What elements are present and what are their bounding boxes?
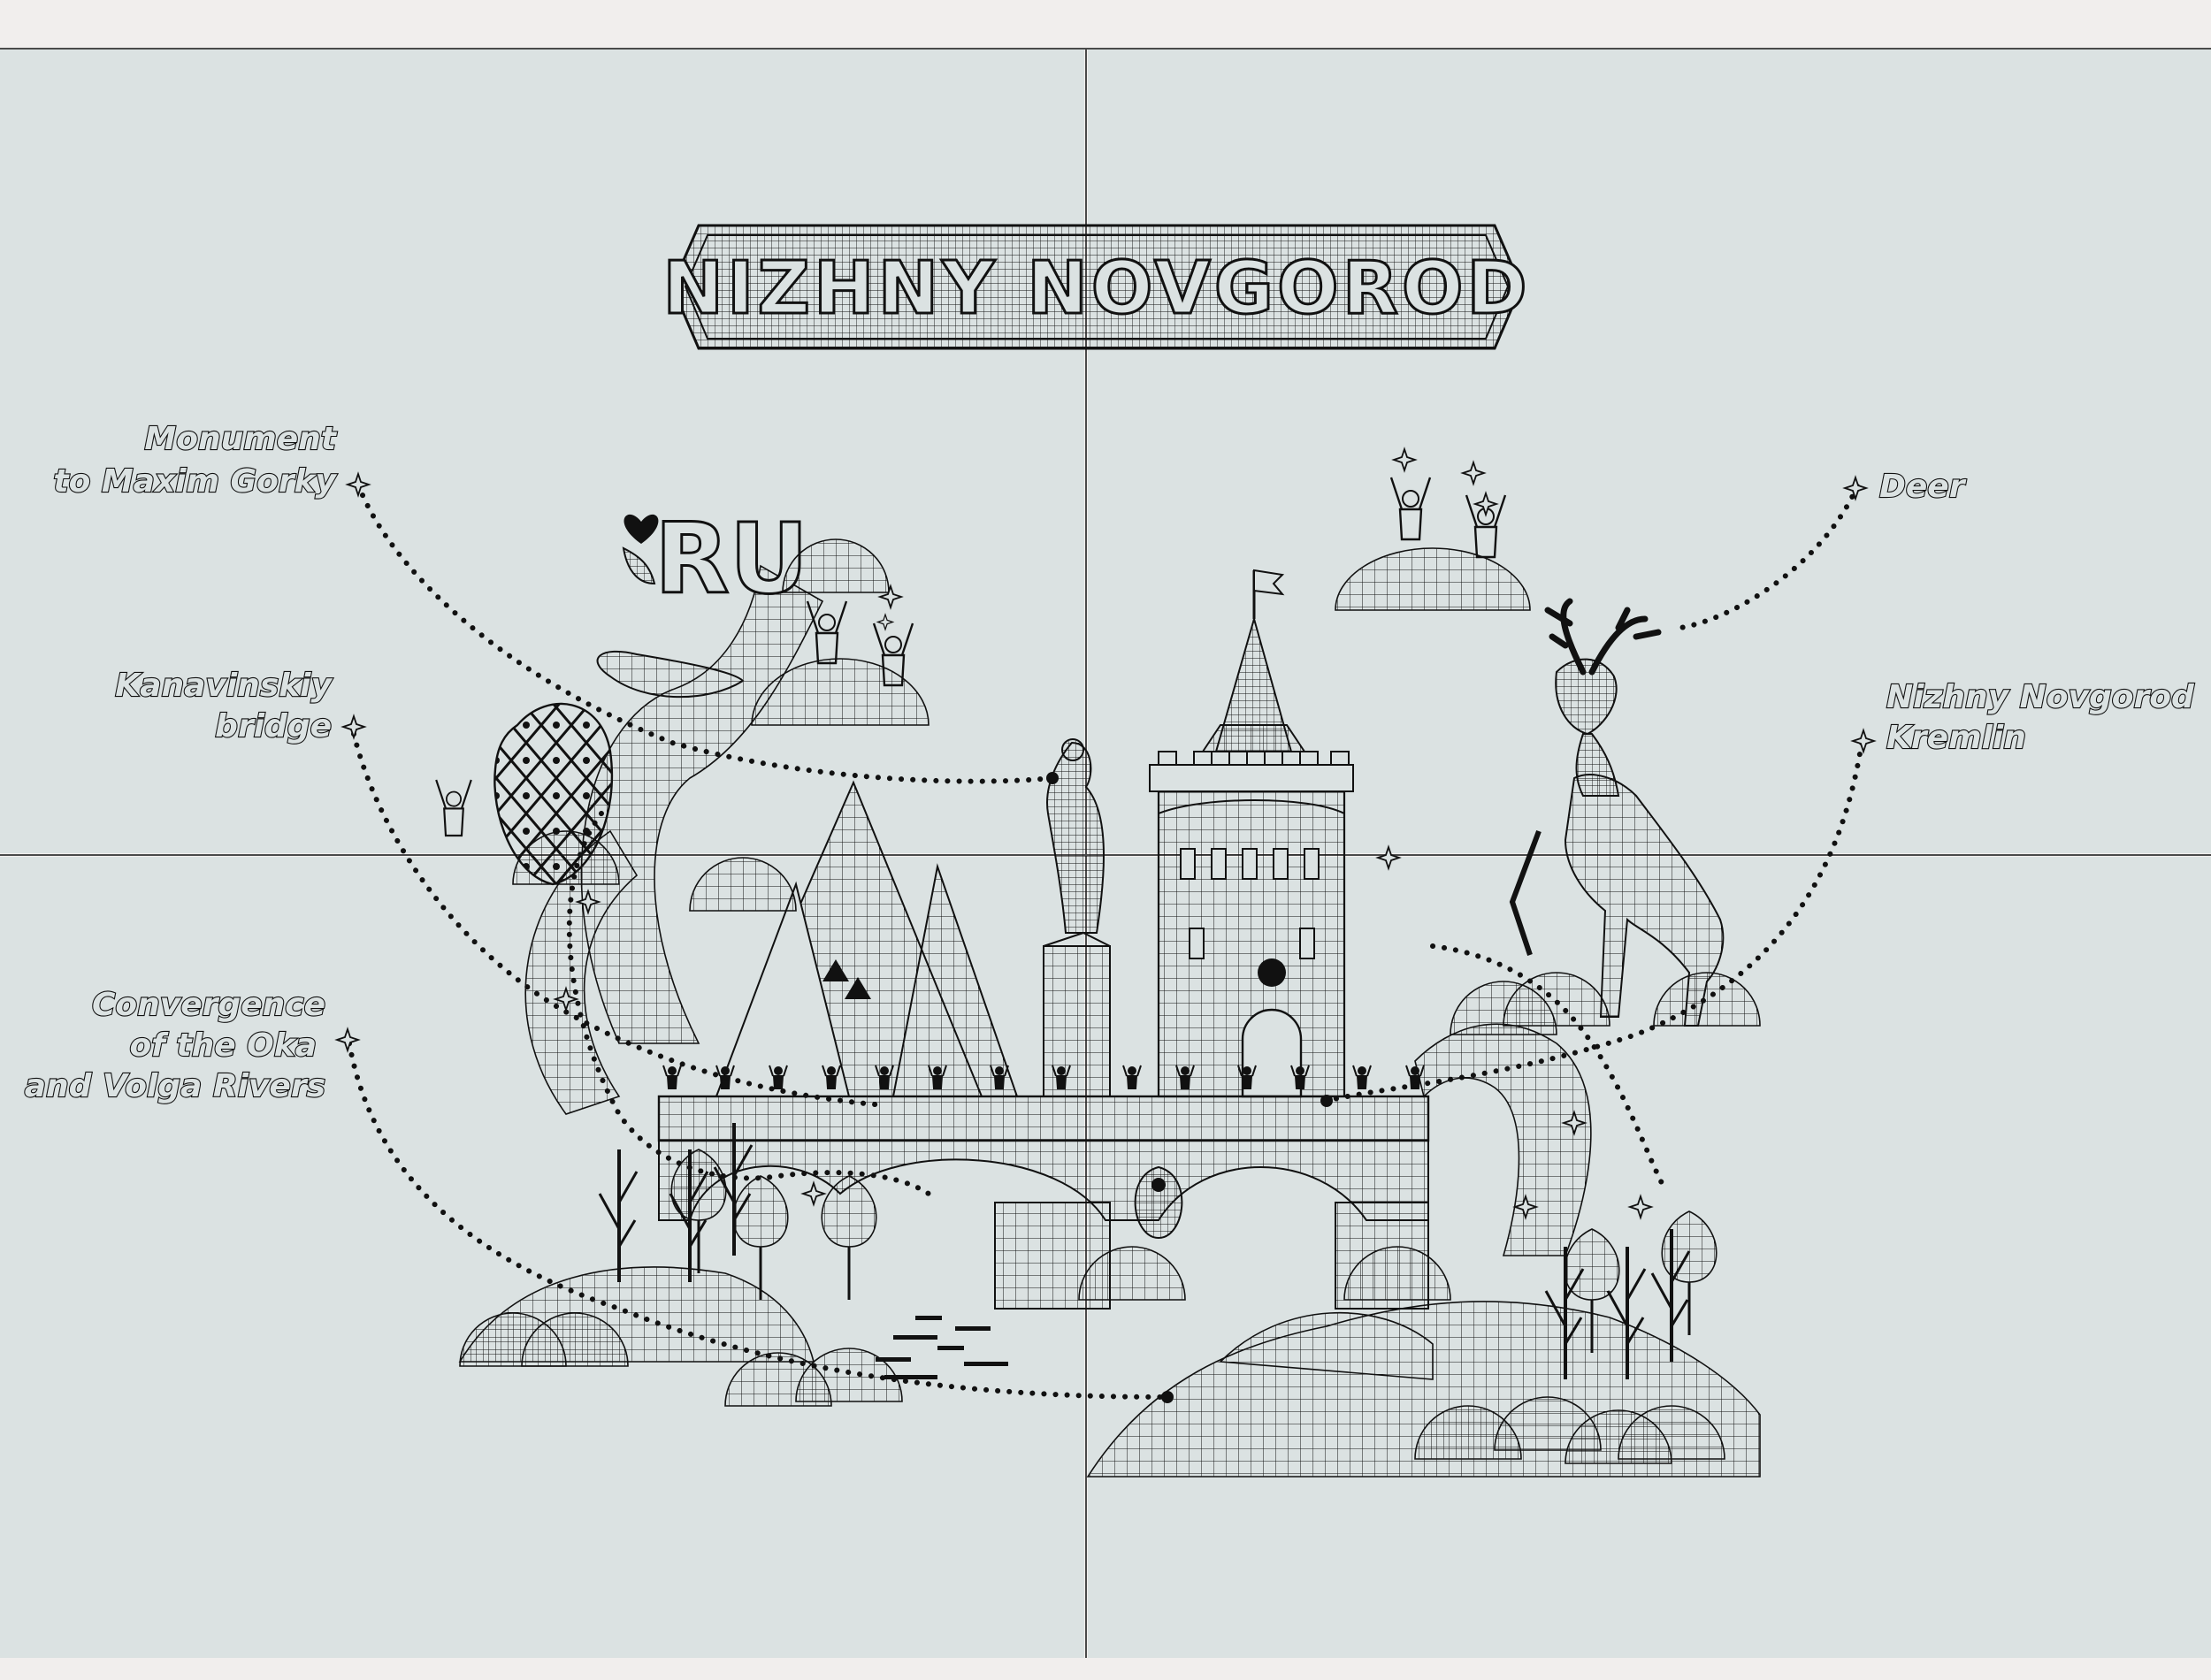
label-deer: Deer <box>1878 468 1968 506</box>
statue-icon <box>1043 738 1111 1097</box>
river-band <box>524 564 1592 1256</box>
leader-kremlin <box>1324 740 1864 1103</box>
deer-icon <box>1509 598 1725 1027</box>
label-gorky-line1: Monument <box>144 421 337 457</box>
label-gorky: Monument to Maxim Gorky <box>52 420 339 500</box>
label-deer-line1: Deer <box>1879 469 1967 505</box>
leader-kanavinskiy <box>351 731 887 1108</box>
label-convergence-line2: of the Oka <box>129 1027 317 1064</box>
heart-icon <box>624 514 659 544</box>
ru-logo: RU <box>622 501 810 617</box>
page-title: NIZHNY NOVGOROD <box>662 247 1530 331</box>
target-dot-convergence <box>1161 1391 1174 1403</box>
label-kremlin-line2: Kremlin <box>1886 720 2026 756</box>
ru-logo-text: RU <box>654 502 808 615</box>
matryoshka <box>1134 1165 1183 1240</box>
leader-gorky <box>356 482 1055 784</box>
label-kremlin: Nizhny Novgorod Kremlin <box>1886 678 2196 757</box>
label-kanavinskiy-line2: bridge <box>215 708 332 745</box>
title-banner: NIZHNY NOVGOROD <box>662 224 1530 350</box>
people-group-right <box>1335 476 1531 611</box>
label-convergence: Convergence of the Oka and Volga Rivers <box>24 986 326 1105</box>
target-dot-gorky <box>1046 772 1059 784</box>
decor-dots-left <box>566 811 931 1196</box>
leaf-shape <box>596 650 745 699</box>
leader-deer <box>1678 484 1860 630</box>
target-dot-kremlin <box>1320 1095 1333 1107</box>
label-convergence-line3: and Volga Rivers <box>25 1068 325 1104</box>
label-kanavinskiy-line1: Kanavinskiy <box>115 668 333 704</box>
tower-icon <box>1149 569 1354 1098</box>
water-dashes <box>876 1316 1008 1379</box>
label-kanavinskiy: Kanavinskiy bridge <box>114 667 333 745</box>
leader-convergence <box>347 1041 1170 1400</box>
people-group-left <box>751 599 930 726</box>
label-convergence-line1: Convergence <box>92 987 325 1023</box>
label-kremlin-line1: Nizhny Novgorod <box>1886 679 2195 715</box>
label-gorky-line2: to Maxim Gorky <box>53 463 337 500</box>
